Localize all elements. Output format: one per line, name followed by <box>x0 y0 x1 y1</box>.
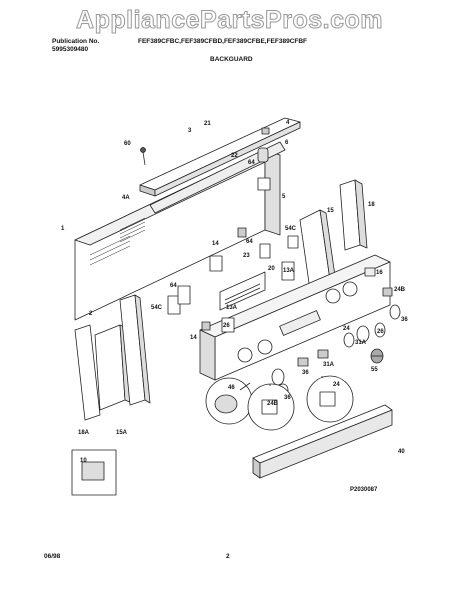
part-label: 64 <box>170 283 177 289</box>
part-label: 22 <box>231 153 238 159</box>
part-label: 31A <box>323 362 335 368</box>
side-panel-right <box>299 209 337 291</box>
part-label: 24B <box>394 287 406 293</box>
infinite-switches <box>167 227 299 333</box>
end-cap-left <box>74 294 151 421</box>
section-title: BACKGUARD <box>210 56 253 63</box>
part-label: 14 <box>212 241 219 247</box>
part-label: 54C <box>285 226 297 232</box>
part-label: 14 <box>190 335 197 341</box>
part-label: 16 <box>376 270 383 276</box>
part-label: 24B <box>267 401 279 407</box>
part-label: 20 <box>268 266 275 272</box>
spacer-parts <box>257 127 271 191</box>
model-numbers: FEF389CFBC,FEF389CFBD,FEF389CFBE,FEF389C… <box>138 38 308 45</box>
watermark: AppliancePartsPros.com <box>76 6 383 35</box>
part-label: 5 <box>282 194 286 200</box>
part-label: 6 <box>285 140 289 146</box>
grounding-screw <box>370 348 384 364</box>
figure-number: P2030087 <box>350 487 378 493</box>
end-cap-right <box>339 179 368 251</box>
part-label: 60 <box>124 141 131 147</box>
part-label: 64 <box>248 160 255 166</box>
publication-label: Publication No. <box>52 38 100 45</box>
publication-number: 5995309480 <box>52 46 89 53</box>
part-label: 54C <box>151 305 163 311</box>
part-label: 24 <box>333 382 340 388</box>
part-label: 36 <box>284 395 291 401</box>
part-label: 13A <box>283 268 295 274</box>
part-label: 23 <box>243 253 250 259</box>
page-number: 2 <box>226 553 230 560</box>
part-label: 2 <box>89 311 93 317</box>
part-label: 24 <box>343 326 350 332</box>
part-label: 13A <box>226 305 238 311</box>
footer-date: 06/98 <box>44 553 61 560</box>
detail-callouts <box>205 375 354 431</box>
part-label: 46 <box>228 385 235 391</box>
screw <box>140 147 146 166</box>
control-knobs <box>271 287 401 397</box>
top-trim-strip <box>139 117 301 197</box>
part-label: 4 <box>286 120 290 126</box>
part-label: 4A <box>122 195 130 201</box>
bottom-trim-strip <box>252 404 393 479</box>
part-label: 10 <box>80 458 87 464</box>
part-label: 18A <box>78 430 90 436</box>
part-label: 15 <box>327 208 334 214</box>
part-label: 26 <box>377 329 384 335</box>
part-label: 36 <box>401 317 408 323</box>
control-panel <box>199 254 391 381</box>
part-label: 3 <box>188 128 192 134</box>
bracket-22 <box>149 141 286 214</box>
inset-box <box>71 449 117 496</box>
part-label: 55 <box>371 367 378 373</box>
clock-module <box>219 271 266 311</box>
part-label: 15A <box>116 430 128 436</box>
part-label: 26 <box>223 323 230 329</box>
part-label: 40 <box>398 449 405 455</box>
part-label: 36 <box>302 370 309 376</box>
part-label: 1 <box>61 226 65 232</box>
part-label: 64 <box>246 239 253 245</box>
part-label: 18 <box>368 202 375 208</box>
part-label: 21 <box>204 121 211 127</box>
part-label: 31A <box>355 340 367 346</box>
